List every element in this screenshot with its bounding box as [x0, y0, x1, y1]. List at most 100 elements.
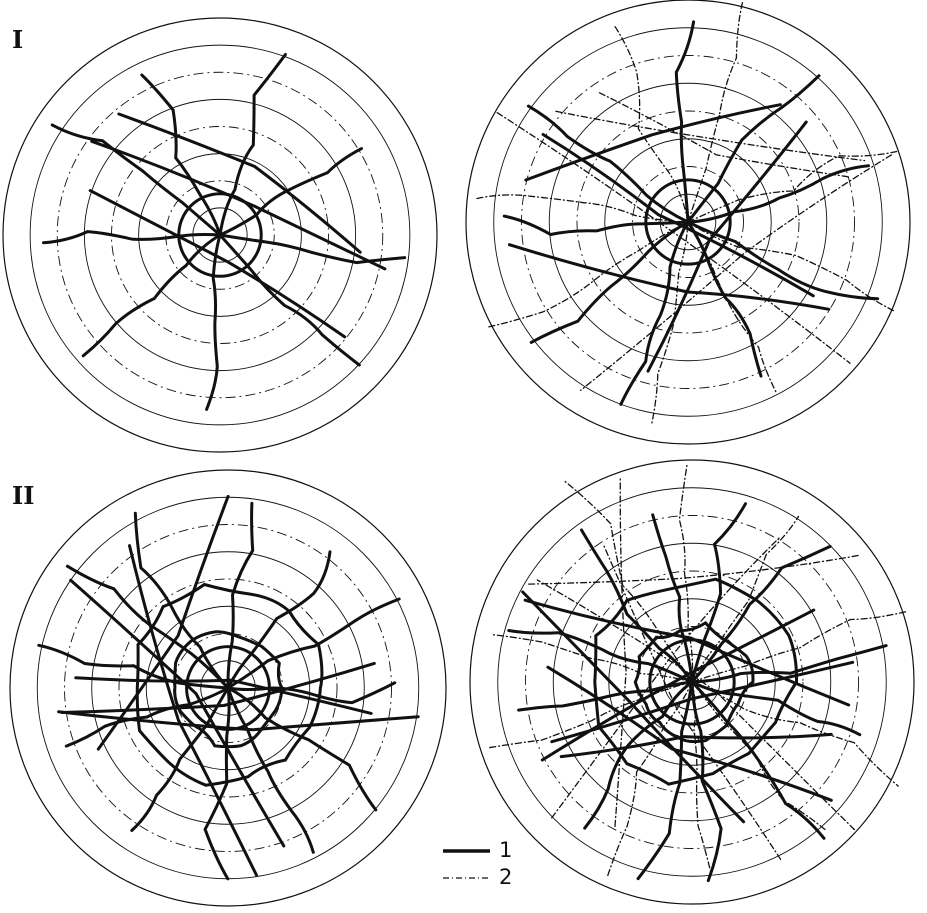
- panel-1-right-outer-boundary: [465, 0, 911, 445]
- panel-2-left-ray: [130, 686, 230, 832]
- panel-2-right-secondary-ray: [691, 681, 827, 831]
- panel-1-right-secondary-ray: [687, 150, 898, 223]
- panel-1-right-ray: [502, 214, 690, 237]
- panel-1-right-secondary-ray: [687, 221, 897, 313]
- panel-1-right-ray: [526, 104, 690, 224]
- panel-2-left-guide-circle: [64, 524, 392, 852]
- panel-2-right-secondary-ray: [486, 681, 693, 749]
- panel-2-left-ray: [226, 501, 255, 690]
- panel-2-left-ring-road: [135, 582, 324, 787]
- panel-1-left-ray: [81, 233, 222, 358]
- panel-2-left-ray: [64, 686, 230, 748]
- panel-1-right-guide-circle: [576, 110, 800, 334]
- panel-2-right-secondary-ray: [691, 681, 899, 787]
- panel-1-right-ray: [686, 164, 870, 224]
- panel-1-left-ray: [218, 233, 407, 265]
- legend-label-2: 2: [499, 865, 513, 889]
- panel-1-right-guide-circle: [548, 82, 828, 362]
- panel-2-right-secondary-ray: [691, 610, 909, 683]
- panel-1-right-secondary-ray: [650, 221, 689, 426]
- panel-2-right-ring-road: [593, 577, 799, 786]
- panel-1-left-outer-boundary: [2, 17, 438, 453]
- panel-2-right-secondary-connector: [528, 554, 860, 585]
- panel-1-left-ray: [218, 53, 287, 237]
- panel-1-right-secondary-ray: [612, 23, 689, 223]
- panel-2-right-outer-boundary: [469, 459, 915, 905]
- panel-2-left-outer-boundary: [9, 469, 447, 907]
- panel-1-right-secondary-ray: [485, 221, 689, 329]
- panel-1-right-ray: [529, 220, 690, 344]
- panel-2-right-ring-road: [633, 620, 755, 744]
- panel-2-right-secondary-ray: [678, 464, 694, 683]
- panel-1-left-guide-circle: [165, 180, 275, 290]
- panel-1-left-guide-circle: [29, 44, 411, 426]
- panel-1-right-connector: [541, 133, 815, 298]
- panel-2-left-guide-circle: [91, 551, 365, 825]
- panel-2-right-ray: [690, 502, 747, 684]
- panel-2-right-secondary-ray: [564, 480, 693, 683]
- panel-1-right-connector: [646, 120, 808, 373]
- panel-1-left-ray: [218, 233, 361, 367]
- panel-2-right-guide-circle: [580, 570, 804, 794]
- panel-2-right-connector: [559, 732, 833, 759]
- panel-2-right-guide-circle: [497, 487, 887, 877]
- panel-2-left-ray: [226, 686, 378, 812]
- panel-1-right-core-ring: [644, 178, 732, 266]
- panel-2-right-connector: [523, 598, 851, 707]
- panel-2-left-connector: [57, 710, 420, 732]
- panel-2-right-ray: [690, 544, 832, 684]
- panel-2-right-connector: [546, 665, 833, 802]
- panel-2-left-connector: [69, 578, 286, 848]
- panel-2-left-guide-circle: [145, 605, 311, 771]
- panel-1-left-guide-circle: [56, 71, 384, 399]
- panel-1-right-connector: [524, 103, 782, 182]
- panel-1-right-secondary-connector: [496, 112, 851, 364]
- panel-2-left-connector: [96, 494, 230, 751]
- panel-2-left-connector: [128, 544, 258, 877]
- panel-2-right-ray: [507, 629, 694, 684]
- panel-2-right-ray: [651, 513, 694, 684]
- panel-2-left-ray: [203, 686, 231, 881]
- panel-1-right-ray: [686, 220, 880, 301]
- panel-1-right-ray: [619, 220, 690, 406]
- panel-1-right-secondary-ray: [476, 194, 689, 223]
- panel-2-left-ray: [133, 511, 230, 690]
- panel-2-right-secondary-connector: [536, 579, 856, 831]
- panel-2-right-secondary-ray: [490, 633, 693, 683]
- panel-1-left-ray: [50, 123, 222, 237]
- panel-1-right-ray: [686, 74, 821, 224]
- panel-2-right-secondary-ray: [691, 515, 800, 683]
- panel-2-right-ray: [580, 528, 694, 684]
- panel-1-left-guide-circle: [83, 98, 357, 372]
- panel-1-right-secondary-connector: [555, 110, 866, 162]
- panel-2-left-connector: [60, 661, 376, 714]
- panel-2-right-secondary-connector: [614, 476, 627, 828]
- panel-2-right-secondary-ray: [691, 681, 712, 874]
- panel-1-left-ray: [140, 73, 222, 237]
- panel-1-left-ray: [205, 233, 222, 411]
- panel-1-right-ray: [674, 20, 696, 224]
- panel-2-right-ray: [690, 680, 826, 840]
- legend-label-1: 1: [499, 838, 513, 862]
- panel-1-right-secondary-ray: [687, 0, 744, 223]
- panel-1-right-secondary-connector: [579, 154, 893, 392]
- panel-1-left-connector: [88, 189, 347, 339]
- panel-1-left-ray: [218, 147, 363, 237]
- panel-1-left-ray: [42, 230, 222, 245]
- panel-2-right-secondary-ray: [607, 681, 693, 877]
- panel-2-left-ring-road: [173, 630, 284, 749]
- panel-2-left-ray: [37, 643, 230, 690]
- panel-2-right-guide-circle: [525, 515, 859, 849]
- panel-1-right-secondary-ray: [687, 221, 777, 393]
- panel-2-left-ray: [226, 681, 397, 705]
- panel-2-right-ray: [690, 644, 888, 684]
- panel-1-right-guide-circle: [493, 27, 883, 417]
- panel-2-right-ray: [636, 680, 694, 881]
- panel-1-right-connector: [507, 243, 831, 311]
- panel-2-right-secondary-connector: [551, 537, 780, 819]
- panel-2-left-connector: [74, 676, 373, 715]
- row-label-i: I: [12, 25, 24, 54]
- panel-2-right-connector: [540, 608, 816, 762]
